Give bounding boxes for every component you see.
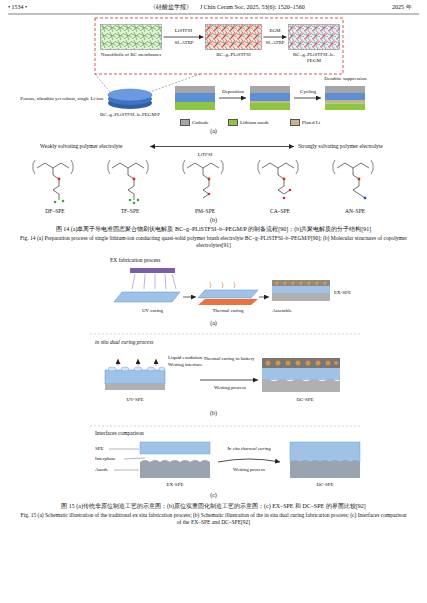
panel-label: (b) [200, 410, 227, 417]
axis-label: Strongly solvating polymer electrolyte [298, 143, 408, 150]
panel-label: (c) [200, 492, 227, 499]
legend-item: Cathode [180, 119, 209, 126]
reagent-label: LiSTFSI [174, 28, 194, 34]
sample-name: DC-SPE [300, 482, 350, 488]
legend-swatch [180, 119, 190, 126]
panel-label: (b) [200, 217, 227, 224]
mesh-panel: Nanofibrils of BC membranes [100, 24, 162, 58]
material-name: BC–g–PLiSTFSI–b–PEGM/P [95, 112, 165, 118]
process-step: Thermal curing [198, 308, 258, 314]
material-description: Porous, ultrathin yet robust, single Li-… [8, 96, 103, 102]
reaction-condition: SI–ATRP [163, 40, 205, 46]
legend-text: Plated Li [302, 120, 320, 125]
journal-name: 《硅酸盐学报》 [150, 4, 192, 11]
layer-name: Interphase [95, 456, 123, 462]
reaction-arrow [264, 37, 287, 38]
panel-label: (a) [200, 128, 227, 135]
figure-caption: 图 15 (a)传统非原位制造工艺的示意图；(b)原位双重固化制造工艺的示意图；… [20, 503, 407, 510]
legend-item: Plated Li [290, 119, 320, 126]
panel-text: BC–g–PLiSTFSI–b–PEGM [288, 52, 340, 64]
panel-text: Nanofibrils of BC membranes [100, 52, 162, 58]
sample-name: CA–SPE [260, 208, 300, 215]
legend-text: Lithium anode [240, 120, 269, 125]
panel-title: EX fabrication process [110, 257, 210, 264]
reagent-label: EGM [268, 28, 281, 34]
result-note: Dendrite suppression [318, 76, 373, 82]
sample-name: DF–SPE [35, 208, 75, 215]
legend-text: Cathode [192, 120, 209, 125]
sample-name: TF–SPE [110, 208, 150, 215]
panel-label: (a) [200, 320, 227, 327]
axis-label: Weakly solvating polymer electrolyte [40, 143, 150, 150]
process-step: Assemble [262, 308, 302, 314]
process-step: Wetting process [200, 385, 260, 391]
mesh-panel: BC–g–PLiSTFSI–b–PEGM [288, 24, 340, 64]
sample-name: EX-SPE [334, 290, 364, 296]
sample-name: DC-SPE [270, 397, 340, 403]
mesh-image [100, 24, 162, 50]
journal-citation: J Chin Ceram Soc, 2025, 53(6): 1520–1560 [200, 4, 305, 11]
year: 2025 年 [392, 4, 412, 11]
salt-name: LiTFSI [190, 152, 220, 158]
figure-caption: Fig. 15 (a) Schematic illustration of th… [20, 512, 407, 525]
page-number: • 1534 • [8, 4, 27, 11]
process-step: In situ thermal curing [215, 446, 283, 452]
process-note: Wetting interface [168, 362, 228, 368]
panel-title: Interfaces comparison [95, 430, 195, 437]
legend-item: Lithium anode [228, 119, 269, 126]
sample-name: EX-SPE [150, 482, 200, 488]
figure-caption: Fig. 14 (a) Preparation process of singl… [20, 235, 407, 248]
process-step: Wetting process [215, 467, 283, 473]
process-step: Thermal curing in battery [203, 356, 255, 362]
mesh-image [205, 24, 262, 50]
panel-title: in situ dual curing process [95, 339, 215, 346]
sample-name: UV-SPE [110, 397, 160, 403]
sample-name: AN–SPE [335, 208, 375, 215]
layer-name: SPE [95, 446, 109, 452]
mesh-image [288, 24, 340, 50]
figure-caption: 图 14 (a)单离子导电准固态聚合物刷状电解质 BC–g–PLiSTFSI–b… [20, 226, 407, 233]
process-step: Deposition [217, 89, 249, 95]
reaction-arrow [164, 37, 204, 38]
reaction-condition: SI–ATRP [262, 40, 288, 46]
legend-swatch [290, 119, 300, 126]
mesh-panel: BC–g–PLiSTFSI [205, 24, 262, 58]
layer-name: Anode [95, 467, 113, 473]
panel-text: BC–g–PLiSTFSI [205, 52, 262, 58]
process-step: UV curing [125, 308, 180, 314]
legend-swatch [228, 119, 238, 126]
process-step: Cycling [292, 89, 324, 95]
sample-name: PM–SPE [185, 208, 225, 215]
